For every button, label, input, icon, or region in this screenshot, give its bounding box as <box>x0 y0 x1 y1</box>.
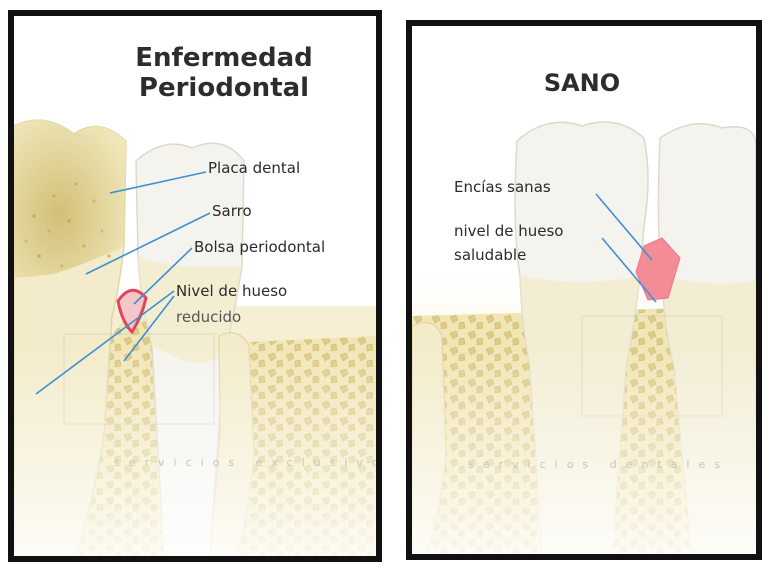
label-bone-line-1: Nivel de hueso <box>176 282 287 300</box>
title-line-1: Enfermedad <box>104 44 344 74</box>
healthy-tooth-panel: SANO Encías sanas nivel de hueso saludab… <box>406 20 762 560</box>
label-pocket: Bolsa periodontal <box>194 238 325 256</box>
healthy-tooth-illustration <box>412 26 756 554</box>
label-healthy-bone-line-2: saludable <box>454 246 526 264</box>
label-plaque: Placa dental <box>208 159 300 177</box>
label-healthy-bone-line-1: nivel de hueso <box>454 222 563 240</box>
healthy-title: SANO <box>522 70 642 98</box>
label-bone-line-2: reducido <box>176 308 241 326</box>
diseased-title: Enfermedad Periodontal <box>104 44 344 104</box>
label-healthy-gums: Encías sanas <box>454 178 551 196</box>
label-tartar: Sarro <box>212 202 252 220</box>
watermark-right: servicios dentales <box>468 458 729 471</box>
bottom-fade <box>412 26 756 554</box>
diseased-tooth-panel: Enfermedad Periodontal Placa dental Sarr… <box>8 10 382 562</box>
title-line-2: Periodontal <box>104 74 344 104</box>
watermark-left: servicios exclusivos <box>114 456 382 469</box>
